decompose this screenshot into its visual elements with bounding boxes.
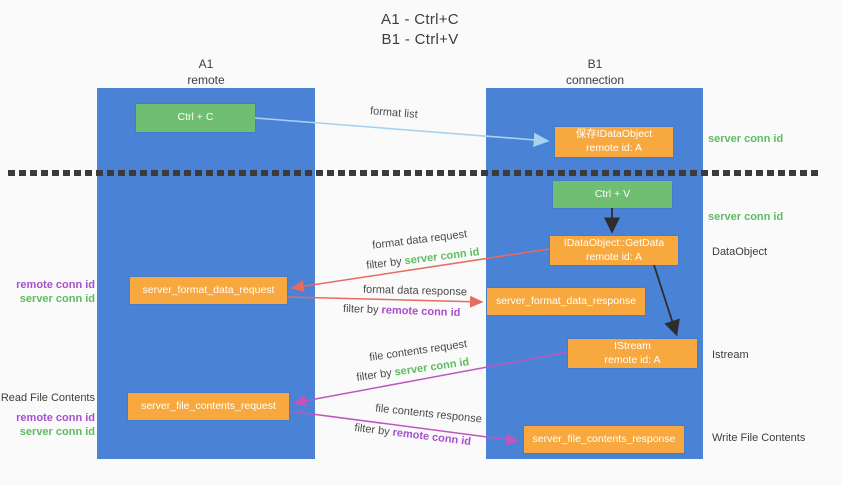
node-ctrl-c: Ctrl + C [136,104,255,132]
left-label-remote-conn-id-1: remote conn id [16,279,95,291]
left-label-server-conn-id-2: server conn id [19,426,95,438]
dotted-divider-line [8,170,822,176]
lane-b1-name: B1 [587,57,603,71]
lane-a1-subtitle: remote [187,73,225,88]
arrow-format-list [254,117,550,148]
getdata-line1: IDataObject::GetData [563,236,665,249]
node-server-format-data-response: server_format_data_response [487,288,645,315]
arrow-format-data-response [286,295,484,308]
lane-header-b1: B1 connection [545,56,645,88]
node-idataobject-getdata: IDataObject::GetData remote id: A [550,236,678,265]
arrow-file-contents-request [292,351,569,407]
node-server-file-contents-request: server_file_contents_request [128,393,289,420]
title-line-2: B1 - Ctrl+V [381,31,459,49]
arrow-format-data-request [290,248,550,293]
left-label-server-conn-id-1: server conn id [19,293,95,305]
lane-b1-subtitle: connection [565,73,625,88]
lane-header-a1: A1 remote [156,56,256,88]
save-idataobject-line2: remote id: A [585,142,643,154]
arrow-file-contents-response [288,410,520,446]
format-request-label: server_format_data_request [142,283,275,296]
title-line-1: A1 - Ctrl+C [381,11,459,28]
save-idataobject-line1: 保存IDataObject [575,128,653,141]
diagram-title: A1 - Ctrl+C B1 - Ctrl+V [330,10,510,51]
arrow-getdata-to-istream [653,264,680,337]
lane-a1-name: A1 [198,57,214,71]
node-istream: IStream remote id: A [568,339,697,368]
right-label-server-conn-id-top: server conn id [708,133,784,145]
getdata-line2: remote id: A [585,250,643,263]
file-request-label: server_file_contents_request [141,399,276,412]
right-label-write-file-contents: Write File Contents [712,432,806,444]
right-label-dataobject: DataObject [712,246,768,258]
format-response-label: server_format_data_response [495,294,637,307]
left-label-read-file-contents: Read File Contents [0,392,95,404]
filter-prefix: filter by [342,302,382,317]
istream-line2: remote id: A [604,353,661,366]
istream-line1: IStream [614,339,651,352]
left-label-remote-conn-id-2: remote conn id [16,412,95,424]
node-server-file-contents-response: server_file_contents_response [524,426,684,453]
file-response-label: server_file_contents_response [532,432,676,445]
ctrl-v-label: Ctrl + V [594,187,631,200]
ctrl-c-label: Ctrl + C [177,111,214,124]
node-ctrl-v: Ctrl + V [553,181,672,208]
node-save-idataobject: 保存IDataObject remote id: A [555,127,673,157]
right-label-istream: Istream [712,349,749,361]
right-label-server-conn-id-mid: server conn id [708,211,784,223]
node-server-format-data-request: server_format_data_request [130,277,287,304]
